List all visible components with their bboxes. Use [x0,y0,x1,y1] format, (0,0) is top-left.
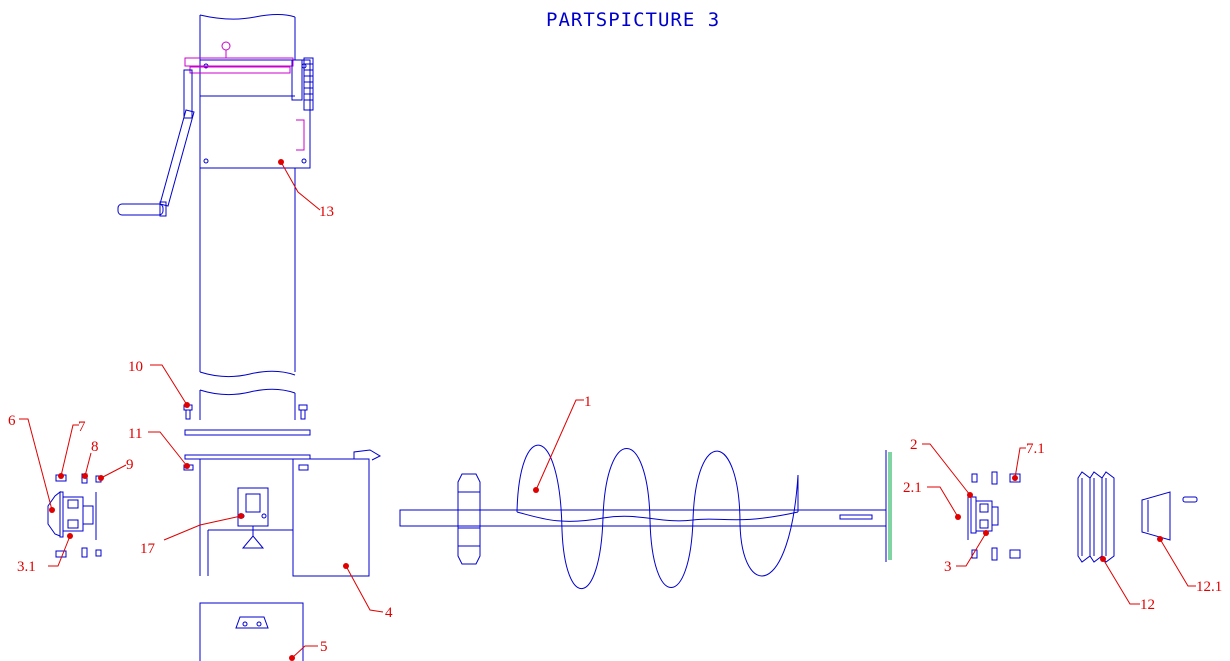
seal-plate [885,450,892,562]
label-17: 17 [140,541,156,557]
leader-lines [19,161,1196,659]
upper-tube [199,14,296,420]
crank-handle [117,109,195,217]
bolt-10-right [298,404,308,420]
label-12: 12 [1140,597,1155,613]
label-13: 13 [319,204,334,220]
bearing-cover-6 [47,490,64,538]
label-3-1: 3.1 [17,559,36,575]
label-11: 11 [128,426,142,442]
lower-flange [184,454,311,460]
upper-flange [184,429,311,436]
label-3: 3 [944,559,952,575]
label-2: 2 [910,437,918,453]
label-2-1: 2.1 [903,480,922,496]
nut-11-right [298,464,309,471]
auger-flighting [516,444,799,590]
leader-dots [49,159,1163,661]
label-6: 6 [8,413,16,429]
label-10: 10 [128,359,143,375]
latch-17 [237,487,269,549]
crank-winch-assembly [183,41,314,169]
lower-chute [199,602,304,661]
pulley-12 [1077,471,1115,563]
label-1: 1 [584,394,592,410]
bolts-left-group [55,473,102,558]
bearing-housing-right [967,492,999,540]
label-7: 7 [78,419,86,435]
label-7-1: 7.1 [1026,441,1045,457]
label-12-1: 12.1 [1196,579,1222,595]
label-9: 9 [126,457,134,473]
label-5: 5 [320,639,328,655]
bearing-housing-left [62,492,97,540]
label-4: 4 [385,605,393,621]
diagram-title: PARTSPICTURE 3 [546,9,720,31]
taper-bushing-12-1 [1141,491,1198,541]
bolts-right-group [971,471,1021,561]
gear-housing [199,449,382,577]
auger-shaft [399,509,887,527]
label-8: 8 [91,439,99,455]
auger-hex-nut [457,473,481,565]
